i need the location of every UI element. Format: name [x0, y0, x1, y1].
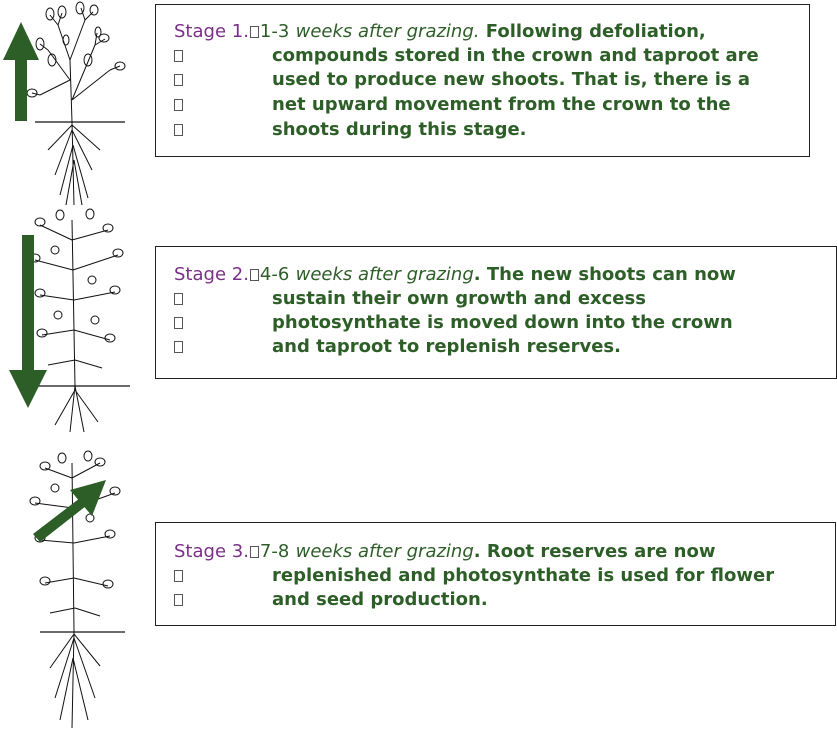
stage-first-line-text: Following defoliation, — [479, 21, 706, 42]
alfalfa-plant-stage-1 — [0, 0, 140, 210]
line-text: compounds stored in the crown and taproo… — [272, 45, 759, 66]
line-text: shoots during this stage. — [272, 119, 527, 140]
line-text: sustain their own growth and excess — [272, 288, 646, 309]
stage-timing-number: 1-3 — [259, 21, 290, 42]
line-text: photosynthate is moved down into the cro… — [272, 312, 733, 333]
placeholder-glyph-icon — [174, 341, 183, 353]
plant-drawing — [29, 208, 130, 433]
placeholder-glyph-icon — [249, 26, 259, 38]
diagonal-up-right-arrow-icon — [33, 480, 106, 542]
stage-timing-number: 7-8 — [259, 541, 290, 562]
stage-first-line-text: . Root reserves are now — [473, 541, 716, 562]
placeholder-glyph-icon — [174, 570, 183, 582]
stage-first-line-text: . The new shoots can now — [473, 264, 736, 285]
alfalfa-plant-stage-3 — [0, 448, 140, 730]
stage-timing-text: weeks after grazing. — [295, 21, 480, 42]
line-text: and taproot to replenish reserves. — [272, 336, 621, 357]
stage-label: Stage 1. — [174, 21, 249, 42]
placeholder-glyph-icon — [249, 546, 259, 558]
stage-timing-number: 4-6 — [259, 264, 290, 285]
stage-1-box: Stage 1. 1-3 weeks after grazing. Followi… — [155, 4, 810, 157]
plant-drawing — [26, 1, 126, 206]
line-text: and seed production. — [272, 589, 488, 610]
placeholder-glyph-icon — [174, 594, 183, 606]
line-text: replenished and photosynthate is used fo… — [272, 565, 775, 586]
placeholder-glyph-icon — [249, 269, 259, 281]
down-arrow-icon — [9, 235, 47, 408]
placeholder-glyph-icon — [174, 293, 183, 305]
stage-label: Stage 3. — [174, 541, 249, 562]
up-arrow-icon — [3, 22, 39, 121]
stage-2-first-line: Stage 2. 4-6 weeks after grazing. The new… — [174, 263, 736, 287]
alfalfa-plant-stage-2 — [0, 200, 140, 435]
line-text: used to produce new shoots. That is, the… — [272, 69, 751, 90]
stage-3-box: Stage 3. 7-8 weeks after grazing. Root re… — [155, 522, 836, 626]
stage-label: Stage 2. — [174, 264, 249, 285]
stage-1-first-line: Stage 1. 1-3 weeks after grazing. Followi… — [174, 20, 706, 44]
placeholder-glyph-icon — [174, 50, 183, 62]
placeholder-glyph-icon — [174, 124, 183, 136]
placeholder-glyph-icon — [174, 74, 183, 86]
stage-3-first-line: Stage 3. 7-8 weeks after grazing. Root re… — [174, 540, 715, 564]
placeholder-glyph-icon — [174, 99, 183, 111]
stage-timing-text: weeks after grazing — [295, 541, 474, 562]
line-text: net upward movement from the crown to th… — [272, 94, 731, 115]
stage-2-box: Stage 2. 4-6 weeks after grazing. The new… — [155, 246, 837, 379]
stage-timing-text: weeks after grazing — [295, 264, 474, 285]
placeholder-glyph-icon — [174, 317, 183, 329]
